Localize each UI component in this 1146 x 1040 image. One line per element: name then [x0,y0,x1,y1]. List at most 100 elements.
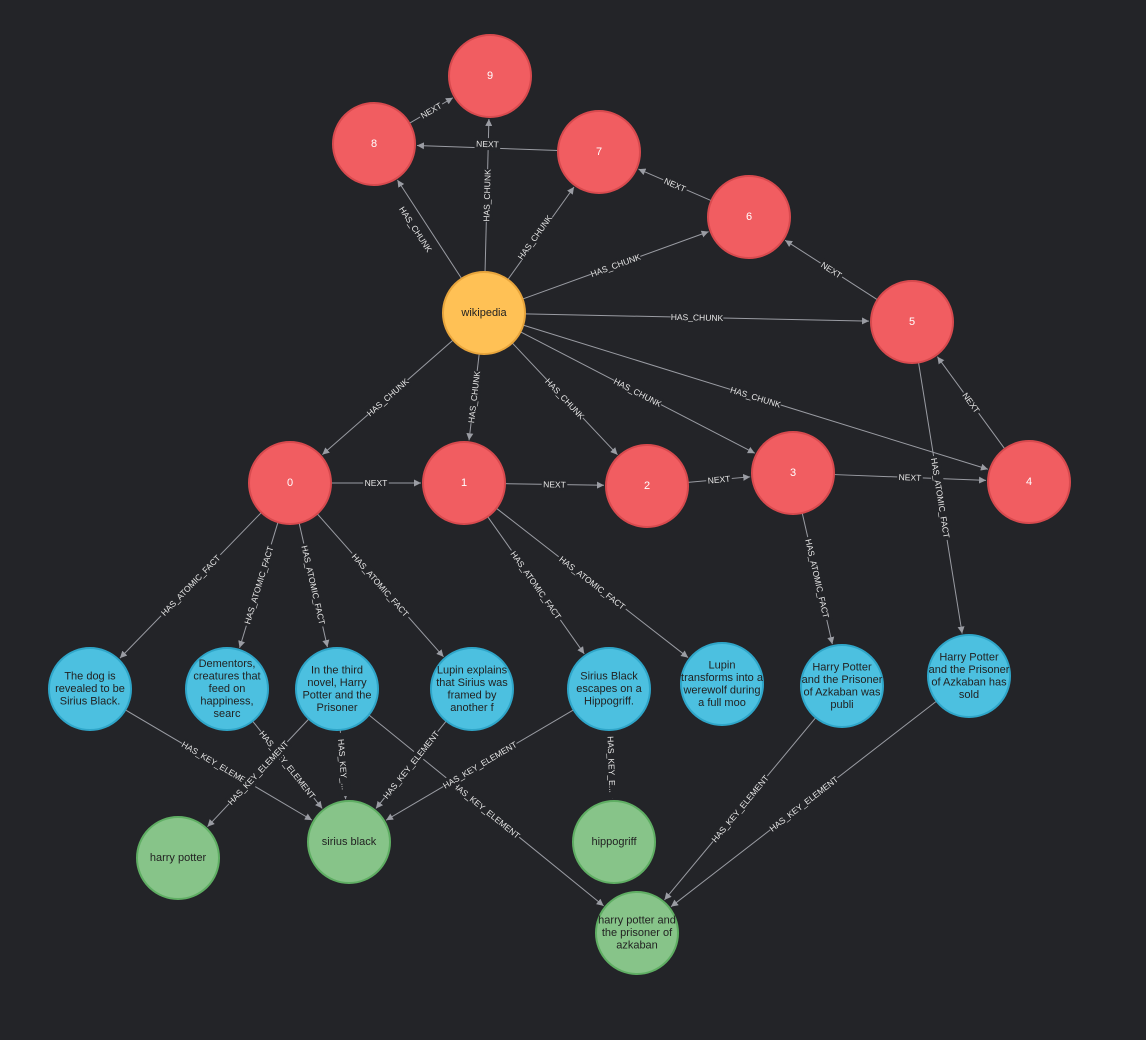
edge-c5-f8[interactable]: HAS_ATOMIC_FACT [918,362,965,634]
node-label: a full moo [698,697,746,709]
edge-f3-k4[interactable]: HAS_KEY_ELEMENT [368,714,604,907]
edge-label: HAS_ATOMIC_FACT [803,538,831,619]
fact-circle[interactable] [48,647,132,731]
chunk-node-c9[interactable]: 9 [448,34,532,118]
document-circle[interactable] [442,271,526,355]
fact-circle[interactable] [295,647,379,731]
chunk-node-c8[interactable]: 8 [332,102,416,186]
node-label: Lupin explains [437,664,508,676]
element-circle[interactable] [595,891,679,975]
chunk-circle[interactable] [248,441,332,525]
edge-c0-f4[interactable]: HAS_ATOMIC_FACT [316,513,444,658]
chunk-circle[interactable] [870,280,954,364]
edge-label: HAS_ATOMIC_FACT [242,545,275,625]
node-label: of Azkaban was [803,686,881,698]
edge-c4-c5[interactable]: NEXT [936,356,1006,450]
chunk-circle[interactable] [422,441,506,525]
edge-doc-c5[interactable]: HAS_CHUNK [524,310,870,325]
chunk-circle[interactable] [557,110,641,194]
edge-label: NEXT [898,472,921,483]
document-node-doc[interactable]: wikipedia [442,271,526,355]
edge-c8-c9[interactable]: NEXT [409,97,454,124]
chunk-node-c4[interactable]: 4 [987,440,1071,524]
edge-c0-f1[interactable]: HAS_ATOMIC_FACT [119,512,262,659]
edge-doc-c8[interactable]: HAS_CHUNK [396,179,463,279]
chunk-node-c2[interactable]: 2 [605,444,689,528]
edge-line[interactable] [397,179,463,279]
fact-circle[interactable] [567,647,651,731]
edge-c1-c2[interactable]: NEXT [504,478,605,491]
fact-circle[interactable] [680,642,764,726]
fact-circle[interactable] [185,647,269,731]
element-node-k3[interactable]: hippogriff [572,800,656,884]
node-label: happiness, [200,696,253,708]
node-label: 3 [790,467,796,479]
edge-label: HAS_KEY_ELEMENT [441,739,519,790]
node-label: Sirius Black [580,671,638,683]
edge-c0-c1[interactable]: NEXT [331,477,421,489]
chunk-node-c0[interactable]: 0 [248,441,332,525]
fact-circle[interactable] [927,634,1011,718]
edge-label: HAS_CHUNK [397,205,434,255]
edge-c2-c3[interactable]: NEXT [687,472,751,487]
fact-circle[interactable] [800,644,884,728]
chunk-circle[interactable] [332,102,416,186]
edge-label: HAS_KEY_ELEMENT [709,773,770,844]
edge-label: HAS_ATOMIC_FACT [509,549,564,621]
chunk-circle[interactable] [605,444,689,528]
chunk-node-c7[interactable]: 7 [557,110,641,194]
edge-c3-f7[interactable]: HAS_ATOMIC_FACT [801,512,835,645]
edge-c7-c8[interactable]: NEXT [416,137,559,152]
edge-label-background [801,535,833,622]
edge-doc-c0[interactable]: HAS_CHUNK [322,339,454,456]
edge-c6-c7[interactable]: NEXT [638,168,712,202]
edge-c1-f5[interactable]: HAS_ATOMIC_FACT [487,516,585,655]
element-node-k2[interactable]: sirius black [307,800,391,884]
fact-circle[interactable] [430,647,514,731]
element-circle[interactable] [136,816,220,900]
chunk-node-c5[interactable]: 5 [870,280,954,364]
chunk-circle[interactable] [987,440,1071,524]
chunk-circle[interactable] [751,431,835,515]
edge-f5-k3[interactable]: HAS_KEY_E... [604,729,619,800]
chunk-node-c6[interactable]: 6 [707,175,791,259]
edge-label-background [364,375,412,420]
edge-doc-c1[interactable]: HAS_CHUNK [465,353,484,441]
node-label: azkaban [616,940,658,952]
edge-doc-c6[interactable]: HAS_CHUNK [522,230,709,300]
edge-label: HAS_ATOMIC_FACT [299,544,327,625]
node-label: Potter and the [302,689,371,701]
edge-doc-c2[interactable]: HAS_CHUNK [511,342,618,456]
chunk-node-c3[interactable]: 3 [751,431,835,515]
edge-c0-f2[interactable]: HAS_ATOMIC_FACT [238,522,279,649]
chunk-circle[interactable] [448,34,532,118]
edge-f4-k2[interactable]: HAS_KEY_ELEMENT [375,720,447,809]
edge-label-background [958,388,984,417]
edge-c5-c6[interactable]: NEXT [784,239,878,301]
edge-label-background [611,375,664,410]
node-label: creatures that [193,671,260,683]
chunk-node-c1[interactable]: 1 [422,441,506,525]
node-label: harry potter and [598,915,676,927]
edge-c3-c4[interactable]: NEXT [833,470,987,484]
edge-c0-f3[interactable]: HAS_ATOMIC_FACT [297,522,330,648]
chunk-circle[interactable] [707,175,791,259]
edge-label-background [542,375,588,423]
element-circle[interactable] [572,800,656,884]
edge-f3-k2[interactable]: HAS_KEY_... [334,729,352,800]
edge-doc-c7[interactable]: HAS_CHUNK [507,186,575,280]
edge-c1-f6[interactable]: HAS_ATOMIC_FACT [496,507,689,658]
element-circle[interactable] [307,800,391,884]
element-node-k1[interactable]: harry potter [136,816,220,900]
edge-label-background [396,204,435,255]
